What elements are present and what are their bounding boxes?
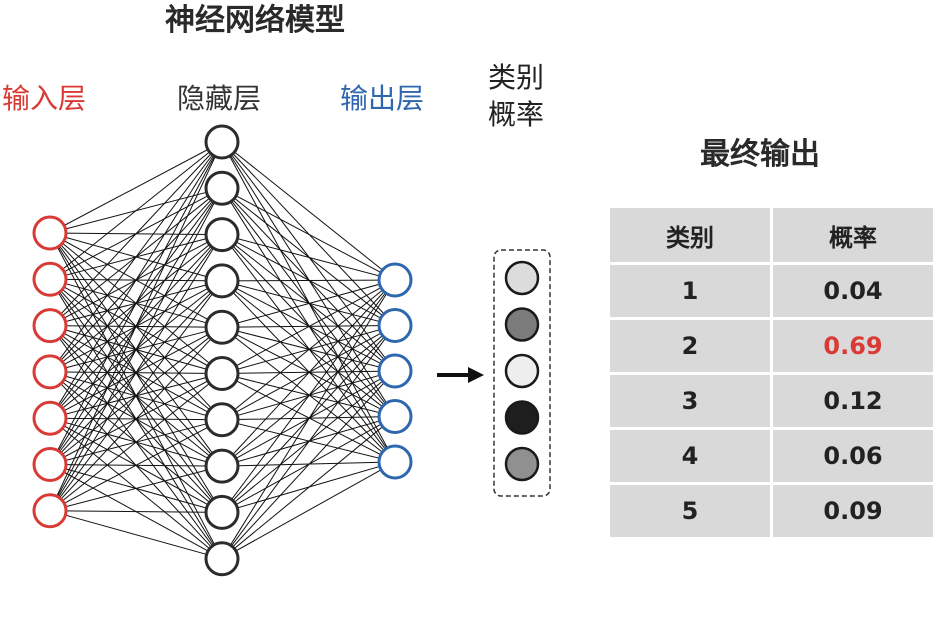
class-cell: 4 bbox=[610, 430, 770, 482]
probability-node bbox=[504, 307, 540, 342]
class-cell: 3 bbox=[610, 375, 770, 427]
connection-line bbox=[221, 279, 396, 421]
hidden-node bbox=[204, 541, 240, 577]
table-row: 2 0.69 bbox=[610, 320, 933, 372]
connection-line bbox=[49, 373, 223, 512]
table-header-row: 类别 概率 bbox=[610, 208, 933, 262]
probability-node bbox=[504, 353, 540, 389]
connection-line bbox=[49, 141, 223, 280]
hidden-node bbox=[204, 263, 240, 299]
probability-cell: 0.69 bbox=[773, 320, 933, 372]
connection-line bbox=[221, 461, 396, 560]
output-node bbox=[377, 399, 413, 434]
connection-line bbox=[49, 141, 223, 373]
connection-line bbox=[49, 326, 223, 512]
hidden-layer-label: 隐藏层 bbox=[177, 82, 262, 115]
connection-line bbox=[49, 465, 223, 512]
class-cell: 5 bbox=[610, 485, 770, 537]
diagram-title: 神经网络模型 bbox=[165, 3, 345, 38]
probability-cell: 0.09 bbox=[773, 485, 933, 537]
arrow-right-icon bbox=[437, 367, 484, 383]
probability-cell: 0.04 bbox=[773, 265, 933, 317]
connection-line bbox=[49, 141, 223, 419]
input-node bbox=[32, 493, 68, 529]
connection-line bbox=[49, 234, 223, 512]
input-node bbox=[32, 215, 68, 251]
header-class: 类别 bbox=[610, 208, 770, 262]
connection-line bbox=[49, 188, 223, 512]
output-node bbox=[377, 353, 413, 389]
connection-line bbox=[221, 416, 396, 560]
connection-line bbox=[221, 279, 396, 467]
hidden-node bbox=[204, 170, 240, 206]
connection-line bbox=[221, 279, 396, 282]
probability-node bbox=[504, 260, 540, 296]
table-row: 5 0.09 bbox=[610, 485, 933, 537]
connection-line bbox=[49, 280, 223, 512]
table-row: 4 0.06 bbox=[610, 430, 933, 482]
class-cell: 1 bbox=[610, 265, 770, 317]
class-probability-column bbox=[493, 249, 551, 497]
connection-line bbox=[221, 279, 396, 328]
connection-line bbox=[49, 141, 223, 234]
probability-node bbox=[504, 400, 540, 435]
output-layer-label: 输出层 bbox=[340, 82, 425, 115]
input-node bbox=[32, 400, 68, 436]
header-probability: 概率 bbox=[773, 208, 933, 262]
connection-line bbox=[49, 510, 223, 560]
input-node bbox=[32, 447, 68, 482]
connection-line bbox=[49, 141, 223, 465]
connection-line bbox=[221, 141, 396, 281]
connection-line bbox=[49, 510, 223, 513]
arrow-head bbox=[468, 367, 484, 383]
probability-box-outline bbox=[493, 249, 551, 497]
hidden-node bbox=[204, 494, 240, 530]
hidden-node bbox=[204, 448, 240, 484]
class-cell: 2 bbox=[610, 320, 770, 372]
class-probability-label-line1: 类别 bbox=[488, 61, 545, 94]
connection-line bbox=[221, 370, 396, 560]
final-output-table: 类别 概率 1 0.04 2 0.69 3 0.12 4 0.06 5 0.09 bbox=[607, 205, 936, 540]
connection-line bbox=[49, 419, 223, 512]
connection-line bbox=[221, 325, 396, 559]
probability-cell: 0.12 bbox=[773, 375, 933, 427]
probability-node bbox=[504, 446, 540, 482]
input-node bbox=[32, 308, 68, 344]
output-node bbox=[377, 262, 413, 298]
class-probability-label-line2: 概率 bbox=[488, 98, 545, 131]
hidden-node bbox=[204, 217, 240, 253]
final-output-title: 最终输出 bbox=[700, 137, 820, 172]
output-node bbox=[377, 444, 413, 480]
hidden-node bbox=[204, 356, 240, 391]
table-row: 3 0.12 bbox=[610, 375, 933, 427]
connection-line bbox=[221, 279, 396, 374]
input-node bbox=[32, 261, 68, 297]
connection-line bbox=[221, 279, 396, 559]
network-connections bbox=[49, 141, 396, 560]
connection-line bbox=[49, 141, 223, 512]
connection-line bbox=[221, 187, 396, 281]
output-node bbox=[377, 308, 413, 343]
hidden-node bbox=[204, 402, 240, 438]
input-node bbox=[32, 354, 68, 390]
network-nodes bbox=[32, 124, 413, 577]
table-row: 1 0.04 bbox=[610, 265, 933, 317]
hidden-node bbox=[204, 124, 240, 160]
input-layer-label: 输入层 bbox=[2, 82, 87, 115]
hidden-node bbox=[204, 309, 240, 345]
connection-line bbox=[221, 279, 396, 513]
probability-cell: 0.06 bbox=[773, 430, 933, 482]
connection-line bbox=[49, 141, 223, 326]
connection-line bbox=[221, 234, 396, 281]
